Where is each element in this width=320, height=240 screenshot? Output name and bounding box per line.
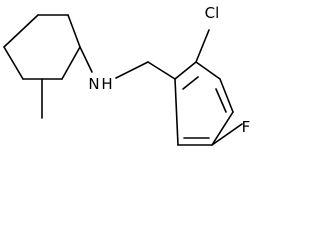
bond-aromatic-inner-2 — [215, 88, 227, 113]
bond-ring-lower-left — [3, 46, 24, 80]
bond-ring-lower-right — [61, 46, 81, 80]
bond-ring-upper-right — [67, 14, 81, 48]
bond-chlorine — [195, 29, 210, 63]
benzene-ring — [174, 61, 234, 146]
bond-ring-to-nitrogen — [79, 46, 93, 73]
bond-aromatic-6 — [174, 78, 179, 146]
bond-ch2-to-ring — [147, 61, 176, 80]
bond-aromatic-inner-1 — [182, 76, 199, 90]
bond-aromatic-2 — [195, 61, 221, 80]
bond-aromatic-4 — [211, 111, 234, 146]
bond-fluorine — [211, 123, 243, 146]
chlorine-label: Cl — [205, 4, 220, 22]
bond-aromatic-1 — [174, 61, 197, 80]
amine-label: N H — [88, 75, 112, 93]
cyclohexane-ring — [3, 14, 81, 80]
fluorine-label: F — [242, 118, 251, 136]
bond-ring-upper-left — [3, 14, 39, 48]
nitrogen-label: N — [88, 75, 99, 93]
chemical-structure: N H Cl F — [3, 4, 251, 146]
amine-hydrogen-label: H — [101, 75, 112, 93]
bond-nitrogen-to-ch2 — [115, 61, 149, 79]
bond-aromatic-3 — [219, 78, 234, 113]
